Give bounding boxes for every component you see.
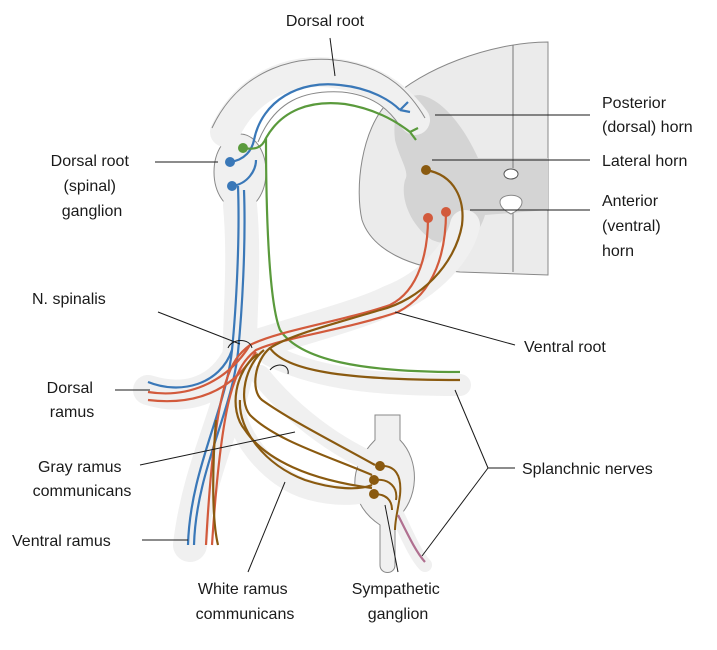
- leader-splanchnic-2: [455, 390, 488, 468]
- label-white-ramus: White ramus communicans: [196, 581, 295, 623]
- anterior-horn-cell-1: [423, 213, 433, 223]
- label-splanchnic-nerves: Splanchnic nerves: [522, 461, 653, 478]
- label-sympathetic-ganglion: Sympathetic ganglion: [352, 581, 445, 623]
- central-canal: [504, 169, 518, 179]
- label-dorsal-ramus: Dorsal ramus: [47, 380, 98, 421]
- anterior-horn-cell-2: [441, 207, 451, 217]
- leader-ventral-root: [395, 312, 515, 345]
- label-posterior-horn: Posterior (dorsal) horn: [602, 95, 693, 136]
- lateral-horn-cell: [421, 165, 431, 175]
- label-dorsal-root-ganglion: Dorsal root (spinal) ganglion: [51, 153, 134, 220]
- visceral-afferent-cell: [238, 143, 248, 153]
- somatic-afferent-cell-1: [225, 157, 235, 167]
- label-dorsal-root: Dorsal root: [286, 13, 365, 30]
- somatic-afferent-cell-2: [227, 181, 237, 191]
- leader-splanchnic-3: [422, 468, 488, 556]
- label-lateral-horn: Lateral horn: [602, 153, 687, 170]
- label-anterior-horn: Anterior (ventral) horn: [602, 193, 665, 260]
- label-n-spinalis: N. spinalis: [32, 291, 106, 308]
- leader-white-ramus: [248, 482, 285, 572]
- label-ventral-root: Ventral root: [524, 339, 606, 356]
- label-ventral-ramus: Ventral ramus: [12, 533, 111, 550]
- label-gray-ramus: Gray ramus communicans: [33, 459, 132, 500]
